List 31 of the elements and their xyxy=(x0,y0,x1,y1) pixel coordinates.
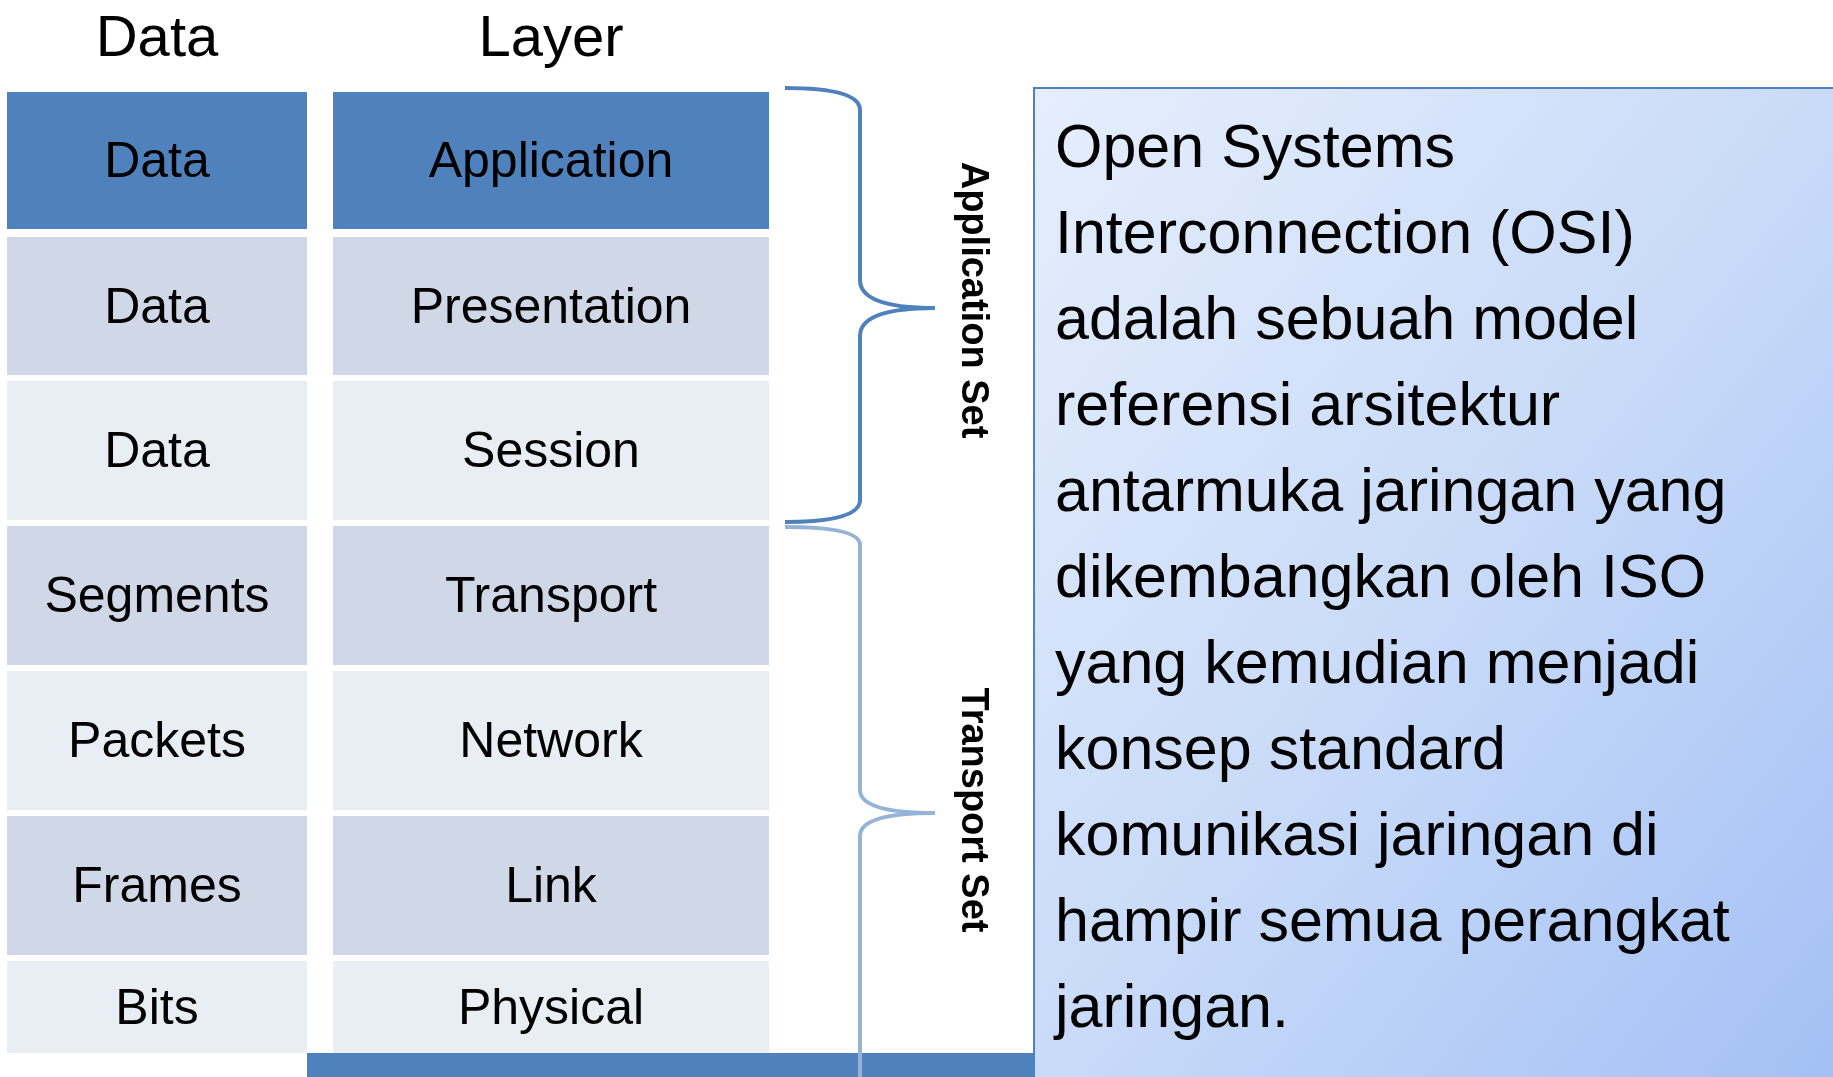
description-text: Open Systems Interconnection (OSI) adalah sebuah model referensi arsitektur antarmuka jaringan yang dikembangkan oleh ISO yang kemudian menjadi konsep standard komunikasi jaringan di hampir semua perangkat jaringan. xyxy=(1055,111,1731,1042)
cell-text: Segments xyxy=(44,566,270,625)
table-cell xyxy=(333,961,769,1053)
cell-text: Data xyxy=(104,276,210,336)
text-box xyxy=(1033,87,1833,1077)
cell-text: Data xyxy=(104,421,210,480)
table-cell xyxy=(7,92,307,229)
cell-text: Transport xyxy=(444,566,658,625)
cell-text: Network xyxy=(459,711,643,770)
column-header: Data xyxy=(94,2,220,70)
cell-text: Session xyxy=(462,421,640,480)
brace-label: Transport Set xyxy=(953,687,997,933)
cell-text: Frames xyxy=(72,856,242,915)
table-cell xyxy=(7,816,307,955)
cell-text: Application xyxy=(428,131,674,190)
table-cell xyxy=(333,92,769,229)
table-cell xyxy=(7,961,307,1053)
table-cell xyxy=(7,237,307,375)
cell-text: Link xyxy=(505,856,597,915)
cell-text: Packets xyxy=(68,711,246,770)
table-cell xyxy=(333,237,769,375)
table-cell xyxy=(333,816,769,955)
table-cell xyxy=(7,526,307,665)
cell-text: Bits xyxy=(115,977,199,1037)
table-cell xyxy=(333,526,769,665)
brace-label: Application Set xyxy=(953,161,997,439)
cell-text: Physical xyxy=(457,977,645,1037)
bottom-bar xyxy=(307,1053,1033,1077)
cell-text: Presentation xyxy=(410,276,692,336)
cell-text: Data xyxy=(104,131,210,190)
column-header: Layer xyxy=(477,2,625,70)
